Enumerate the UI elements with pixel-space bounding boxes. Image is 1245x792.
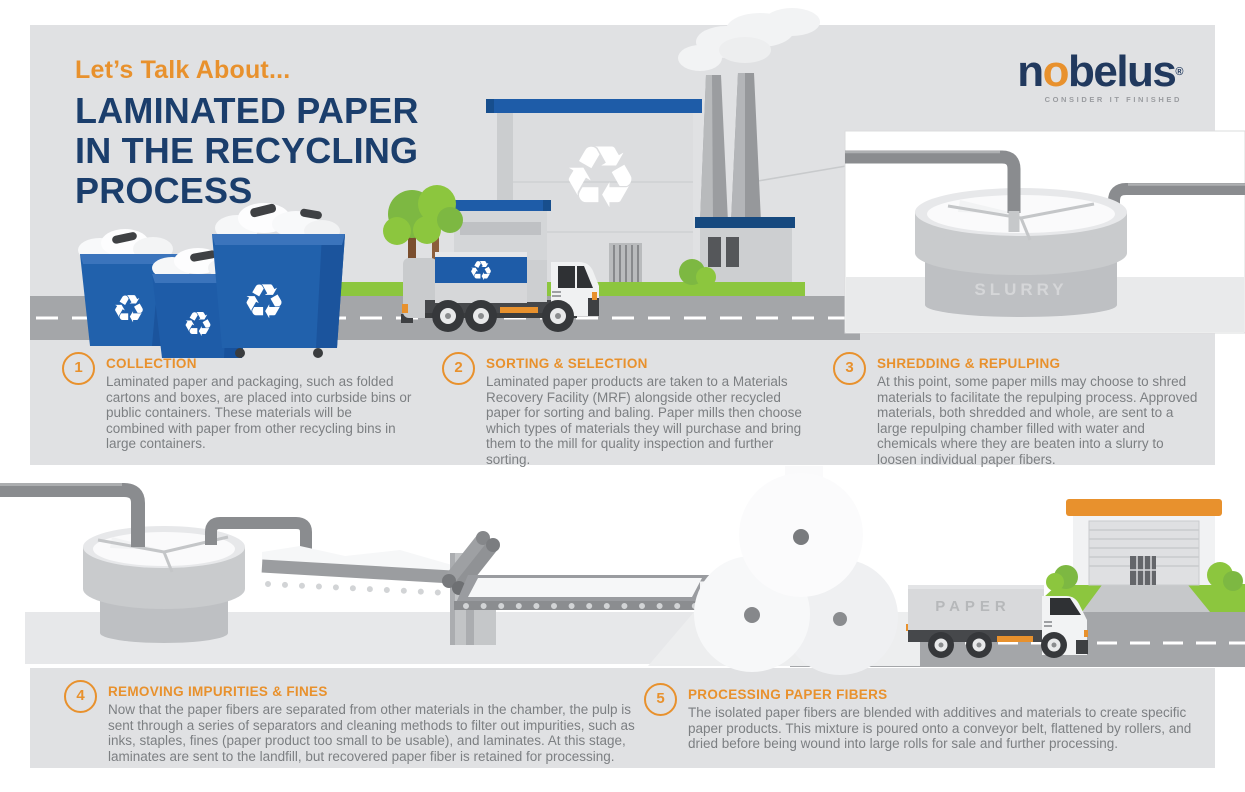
- recycle-icon: ♻: [112, 287, 146, 331]
- repulping-chamber: [83, 526, 245, 643]
- page-title: LAMINATED PAPER IN THE RECYCLING PROCESS: [75, 91, 495, 211]
- garage-door: [1088, 520, 1200, 586]
- registered-mark: ®: [1175, 66, 1183, 78]
- bushes: [1046, 562, 1243, 591]
- conveyor-belt-2: [454, 575, 712, 610]
- logo-accent-letter: o: [1042, 47, 1070, 96]
- title-line: IN THE RECYCLING: [75, 130, 419, 171]
- inlet-pipe: [845, 150, 1021, 213]
- logo-letters: belus: [1067, 47, 1177, 96]
- bush: [679, 259, 716, 287]
- trees: [383, 185, 463, 288]
- orange-roof: [1066, 499, 1222, 516]
- step-number-badge: 3: [833, 352, 866, 385]
- conveyor-belt-1: [261, 546, 453, 596]
- logo-wordmark: nobelus®: [1017, 47, 1183, 96]
- smoke: [678, 8, 820, 71]
- recycling-truck: ♻: [401, 252, 599, 332]
- step-body: At this point, some paper mills may choo…: [877, 374, 1198, 467]
- step-number-badge: 1: [62, 352, 95, 385]
- logo-letter: n: [1017, 47, 1044, 96]
- paper-rolls: [694, 473, 898, 675]
- slurry-tank-card: SLURRY: [844, 130, 1245, 334]
- nobelus-logo: nobelus® CONSIDER IT FINISHED: [1006, 47, 1183, 105]
- kicker-text: Let’s Talk About...: [75, 56, 291, 84]
- recycle-icon: ♻: [469, 256, 493, 287]
- recycle-icon: ♻: [242, 274, 285, 330]
- step-body: Laminated paper and packaging, such as f…: [106, 374, 412, 451]
- header: Let’s Talk About... LAMINATED PAPER IN T…: [75, 56, 495, 211]
- recycling-dumpster-large: ♻: [212, 203, 345, 358]
- top-scene: ♻: [30, 8, 1245, 358]
- step-number-badge: 4: [64, 680, 97, 713]
- step-number-badge: 5: [644, 683, 677, 716]
- step-body: The isolated paper fibers are blended wi…: [688, 705, 1192, 751]
- title-line: PROCESS: [75, 170, 253, 211]
- title-line: LAMINATED PAPER: [75, 90, 419, 131]
- step-title: COLLECTION: [106, 356, 197, 371]
- factory-chimneys: [695, 73, 795, 228]
- recycle-icon: ♻: [183, 305, 213, 345]
- factory-door: [609, 243, 642, 282]
- recycle-icon: ♻: [561, 128, 638, 228]
- paper-mill-building: [1046, 499, 1243, 591]
- step-body: Laminated paper products are taken to a …: [486, 374, 802, 467]
- recycling-facility-building: ♻: [486, 99, 702, 282]
- step-title: PROCESSING PAPER FIBERS: [688, 687, 888, 702]
- truck-wheels: [432, 300, 574, 332]
- truck-wheels: [928, 632, 1067, 658]
- logo-tagline: CONSIDER IT FINISHED: [1044, 95, 1182, 104]
- paper-truck: PAPER: [906, 585, 1088, 658]
- step-title: REMOVING IMPURITIES & FINES: [108, 684, 328, 699]
- step-number-badge: 2: [442, 352, 475, 385]
- slurry-label: SLURRY: [974, 280, 1067, 299]
- transfer-pipe: [205, 517, 312, 556]
- bottom-scene: PAPER: [0, 465, 1245, 675]
- driveway: [1082, 585, 1210, 612]
- step-title: SHREDDING & REPULPING: [877, 356, 1061, 371]
- paper-truck-label: PAPER: [935, 598, 1011, 615]
- step-body: Now that the paper fibers are separated …: [108, 702, 635, 764]
- slurry-tank: SLURRY: [915, 188, 1127, 317]
- inlet-pipe: [0, 483, 145, 547]
- step-title: SORTING & SELECTION: [486, 356, 648, 371]
